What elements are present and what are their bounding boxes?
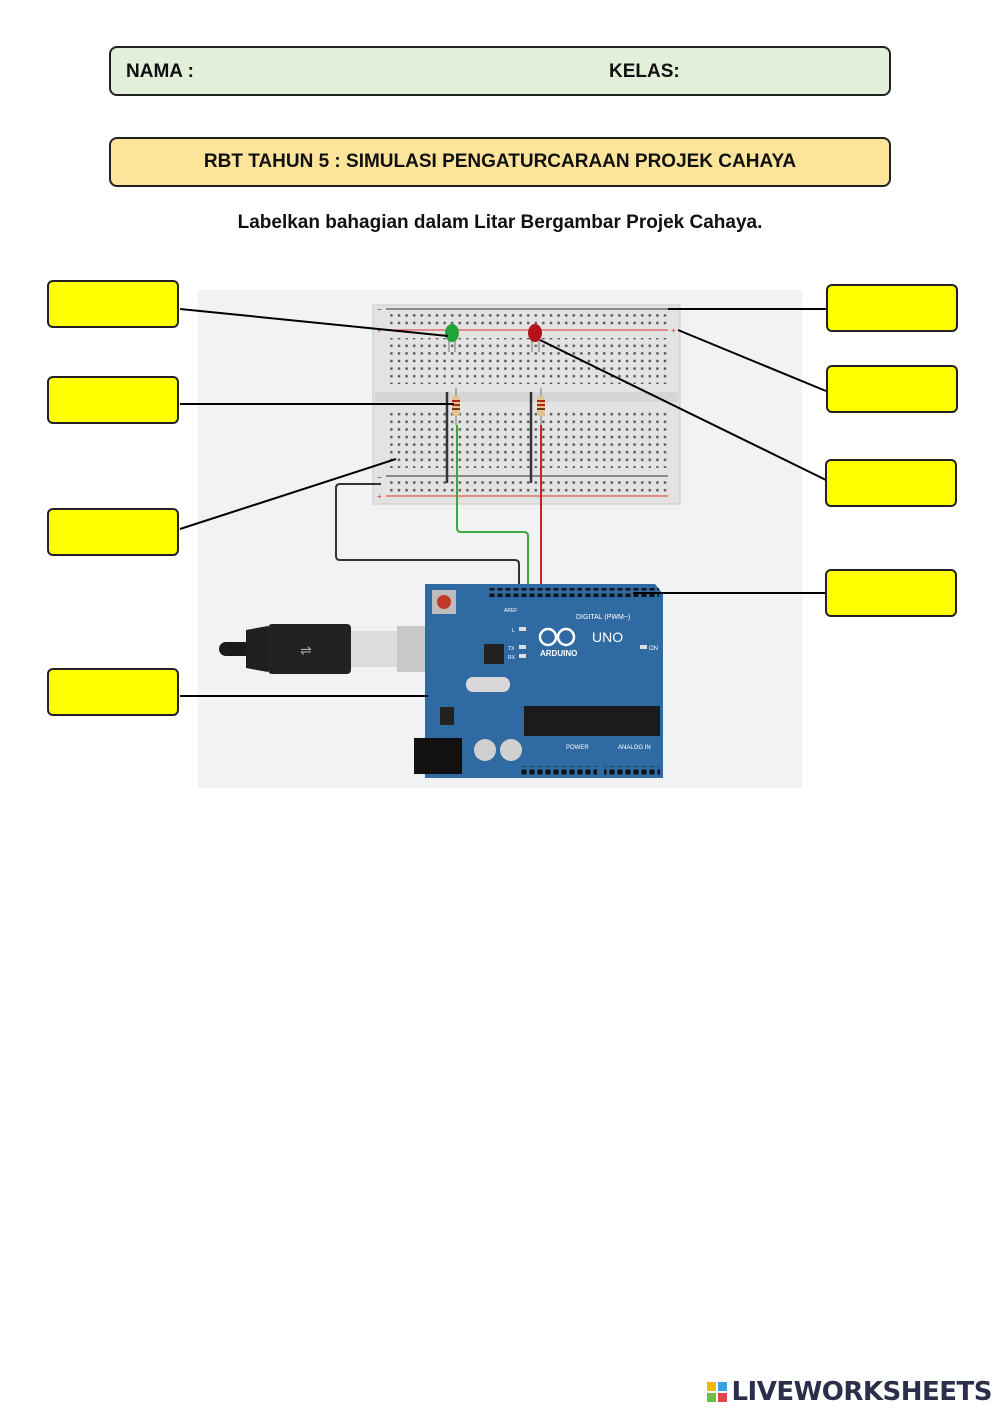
liveworksheets-logo-icon — [706, 1381, 729, 1403]
answer-box-positive-rail[interactable] — [826, 365, 958, 413]
name-class-box: NAMA : KELAS: — [109, 46, 891, 96]
circuit-diagram: − + − + − + — [179, 290, 827, 788]
svg-text:+: + — [671, 326, 676, 335]
on-led-label: ON — [649, 646, 658, 652]
breadboard: − + − + − + — [372, 304, 681, 505]
answer-box-breadboard[interactable] — [47, 508, 179, 556]
svg-text:L: L — [512, 628, 515, 634]
digital-pwm-label: DIGITAL (PWM~) — [576, 614, 630, 621]
svg-text:+: + — [377, 326, 382, 335]
aref-label: AREF — [504, 608, 517, 614]
answer-box-negative-rail[interactable] — [826, 284, 958, 332]
atmega-chip — [524, 706, 660, 736]
resistor-1 — [452, 388, 460, 425]
gnd-wire — [335, 483, 520, 594]
usb-cable: ⇌ — [219, 624, 459, 674]
svg-text:−: − — [377, 305, 382, 314]
leader-lines — [179, 308, 827, 697]
answer-box-resistor[interactable] — [47, 376, 179, 424]
uno-model-text: UNO — [592, 629, 623, 645]
arduino-uno-board: DIGITAL (PWM~) AREF ARDUINO UNO ON L TX … — [414, 584, 663, 778]
green-wire — [456, 425, 529, 594]
answer-box-arduino-board[interactable] — [47, 668, 179, 716]
svg-text:TX: TX — [508, 646, 515, 652]
answer-box-led-green[interactable] — [47, 280, 179, 328]
resistor-2 — [537, 388, 545, 425]
svg-text:−: − — [377, 473, 382, 482]
answer-box-led-red[interactable] — [825, 459, 957, 507]
instruction-text: Labelkan bahagian dalam Litar Bergambar … — [237, 212, 763, 233]
arduino-infinity-logo — [538, 627, 576, 647]
analog-in-label: ANALOG IN — [618, 745, 651, 751]
answer-box-digital-pins[interactable] — [825, 569, 957, 617]
page-title: RBT TAHUN 5 : SIMULASI PENGATURCARAAN PR… — [203, 151, 797, 172]
led-green — [445, 324, 459, 352]
power-label: POWER — [566, 745, 589, 751]
svg-text:+: + — [377, 492, 382, 501]
svg-text:⇌: ⇌ — [300, 643, 312, 659]
svg-text:RX: RX — [508, 655, 516, 661]
kelas-label: KELAS: — [609, 61, 680, 82]
liveworksheets-brand-text: LIVEWORKSHEETS — [731, 1377, 992, 1407]
led-red — [528, 324, 542, 352]
liveworksheets-logo: LIVEWORKSHEETS — [706, 1376, 992, 1408]
title-banner: RBT TAHUN 5 : SIMULASI PENGATURCARAAN PR… — [109, 137, 891, 187]
arduino-brand-text: ARDUINO — [540, 649, 577, 658]
nama-label: NAMA : — [126, 61, 194, 82]
